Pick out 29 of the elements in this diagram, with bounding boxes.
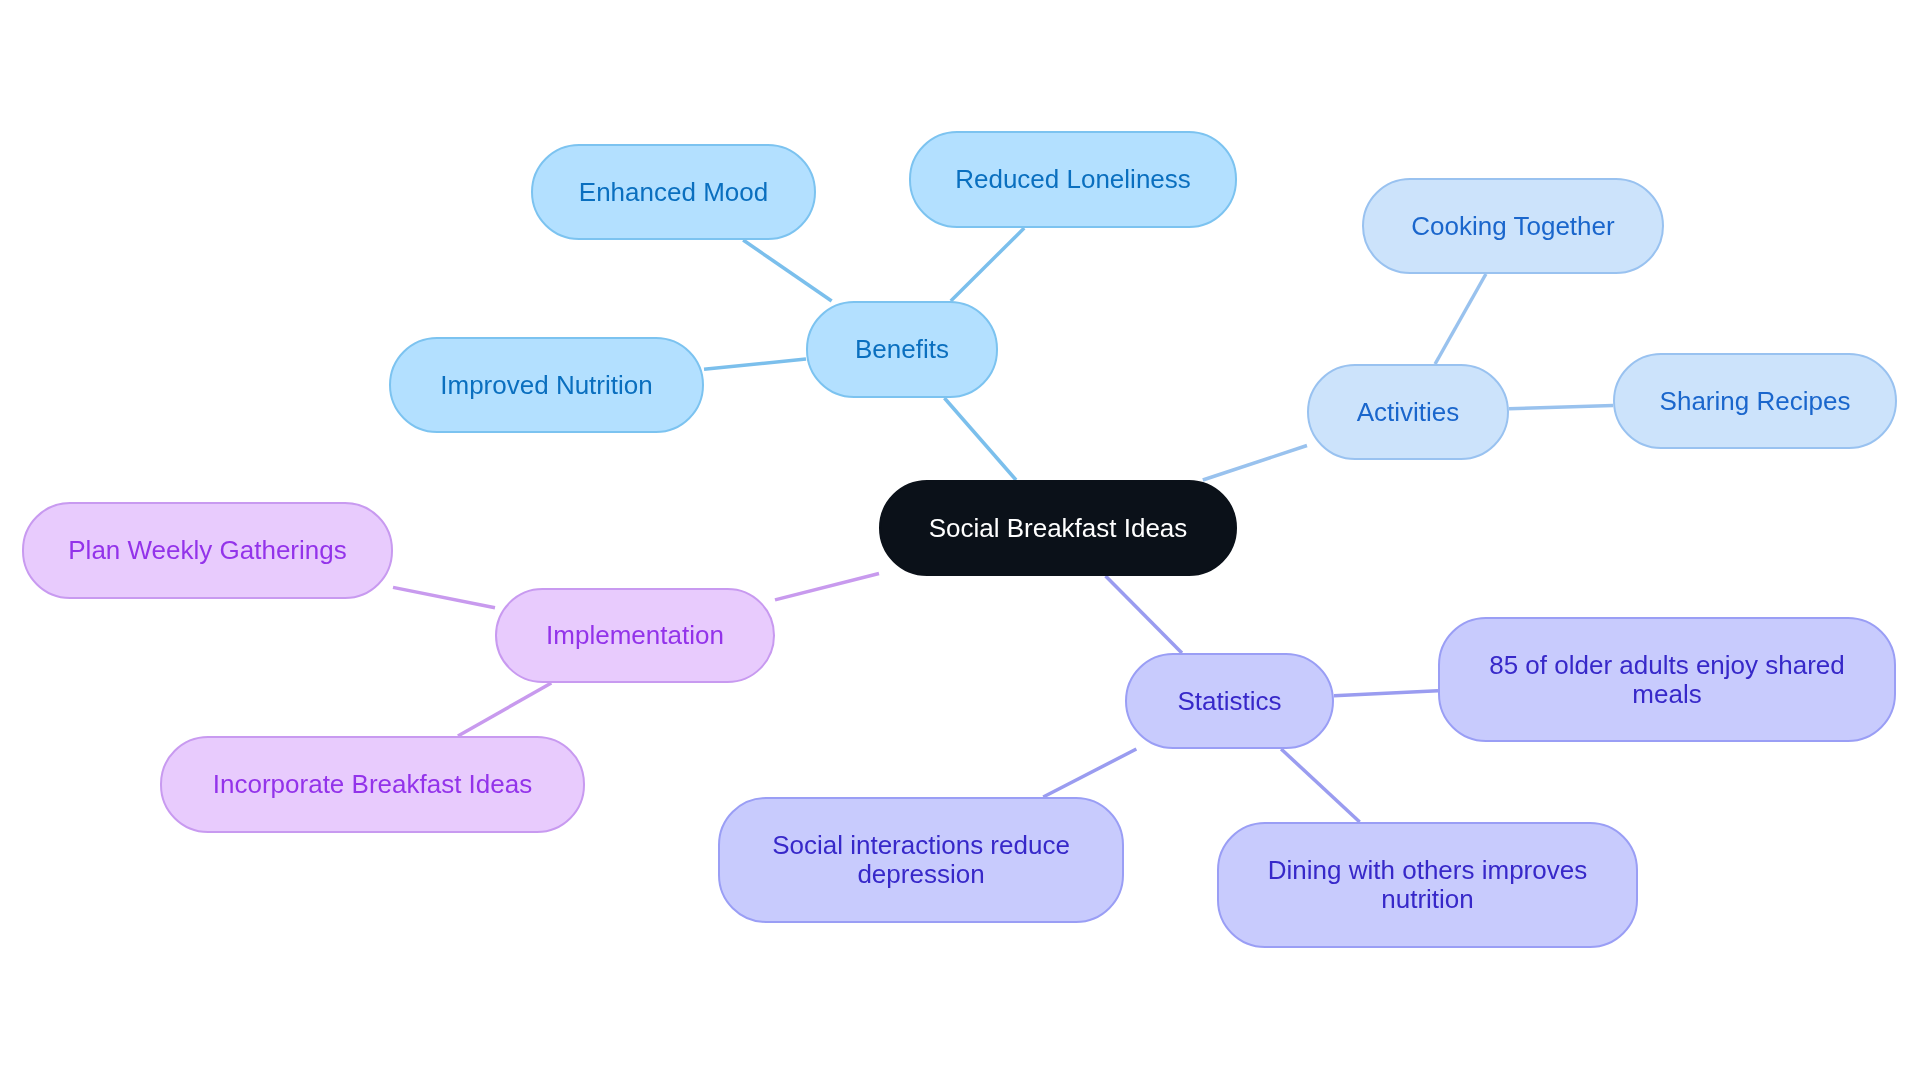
connector-line	[1202, 443, 1308, 482]
topic-node: Enhanced Mood	[531, 144, 816, 240]
connector-line	[1104, 574, 1184, 655]
topic-node: Cooking Together	[1362, 178, 1664, 274]
connector-line	[1279, 747, 1361, 824]
topic-node: Improved Nutrition	[389, 337, 704, 433]
connector-line	[949, 226, 1026, 303]
topic-node: Implementation	[495, 588, 775, 683]
topic-node: Reduced Loneliness	[909, 131, 1237, 228]
topic-node: Plan Weekly Gatherings	[22, 502, 393, 599]
topic-node: Statistics	[1125, 653, 1334, 749]
topic-node: Activities	[1307, 364, 1509, 460]
connector-line	[392, 585, 496, 610]
connector-line	[1042, 747, 1138, 799]
topic-node: Dining with others improves nutrition	[1217, 822, 1638, 948]
connector-line	[774, 571, 880, 602]
topic-node: 85 of older adults enjoy shared meals	[1438, 617, 1896, 742]
connector-line	[1433, 273, 1488, 365]
connector-line	[1508, 403, 1614, 411]
connector-line	[1333, 689, 1439, 698]
central-topic-node: Social Breakfast Ideas	[879, 480, 1237, 576]
connector-line	[943, 396, 1018, 482]
topic-node: Sharing Recipes	[1613, 353, 1897, 449]
connector-line	[457, 681, 553, 738]
topic-node: Social interactions reduce depression	[718, 797, 1124, 923]
topic-node: Benefits	[806, 301, 998, 398]
topic-node: Incorporate Breakfast Ideas	[160, 736, 585, 833]
connector-line	[742, 238, 833, 303]
connector-line	[703, 357, 807, 371]
